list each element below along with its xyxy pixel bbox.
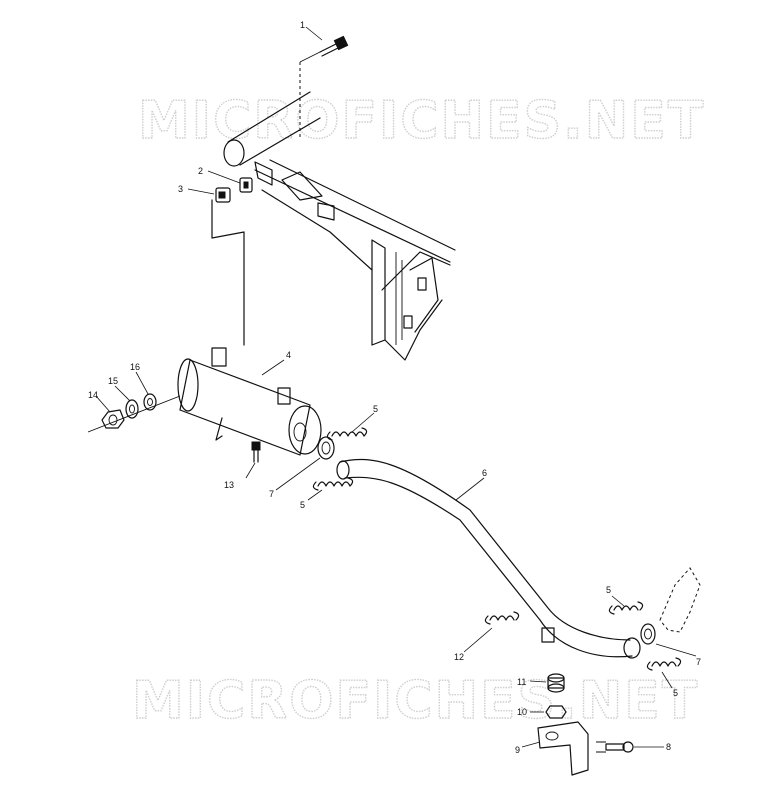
- bolt-icon: [605, 741, 634, 753]
- callout-12: 12: [454, 652, 464, 662]
- washer-icon: [143, 393, 157, 411]
- callout-1: 1: [300, 20, 305, 30]
- nut-icon: [545, 705, 567, 719]
- nut-icon: [101, 409, 125, 429]
- frame-assembly: [223, 91, 456, 361]
- callout-13: 13: [224, 480, 234, 490]
- callout-9: 9: [515, 745, 520, 755]
- bracket-part-9: [537, 721, 606, 776]
- spring-icon: [484, 611, 520, 625]
- callout-10: 10: [517, 707, 527, 717]
- callout-4: 4: [286, 350, 291, 360]
- grommet-part-11: [547, 673, 565, 693]
- callout-14: 14: [88, 390, 98, 400]
- watermark-bottom: MICROFICHES.NET: [132, 671, 699, 731]
- grommet-part-2: [239, 177, 253, 193]
- spring-icon: [326, 427, 368, 441]
- spring-icon: [312, 477, 354, 491]
- bolt-icon: [319, 35, 349, 57]
- callout-16: 16: [130, 362, 140, 372]
- callout-6: 6: [482, 468, 487, 478]
- grommet-part-3: [215, 187, 231, 203]
- callout-5d: 5: [673, 688, 678, 698]
- callout-7a: 7: [269, 489, 274, 499]
- callout-8: 8: [666, 742, 671, 752]
- engine-port-outline: [659, 567, 701, 633]
- callout-11: 11: [517, 677, 526, 687]
- callout-3: 3: [178, 184, 183, 194]
- bolt-icon: [251, 441, 261, 463]
- callout-2: 2: [198, 166, 203, 176]
- spring-icon: [646, 657, 682, 671]
- washer-icon: [125, 399, 139, 419]
- callout-5b: 5: [300, 500, 305, 510]
- callout-15: 15: [108, 376, 118, 386]
- gasket-part-7: [317, 436, 335, 460]
- gasket-part-7: [640, 623, 656, 645]
- leader-lines: [95, 26, 697, 748]
- muffler-part-4: [177, 347, 322, 456]
- callout-5a: 5: [373, 404, 378, 414]
- callout-7b: 7: [696, 657, 701, 667]
- watermark-top: MICROFICHES.NET: [138, 91, 705, 151]
- callout-5c: 5: [606, 585, 611, 595]
- spring-icon: [608, 601, 644, 615]
- head-pipe-part-6: [336, 458, 641, 659]
